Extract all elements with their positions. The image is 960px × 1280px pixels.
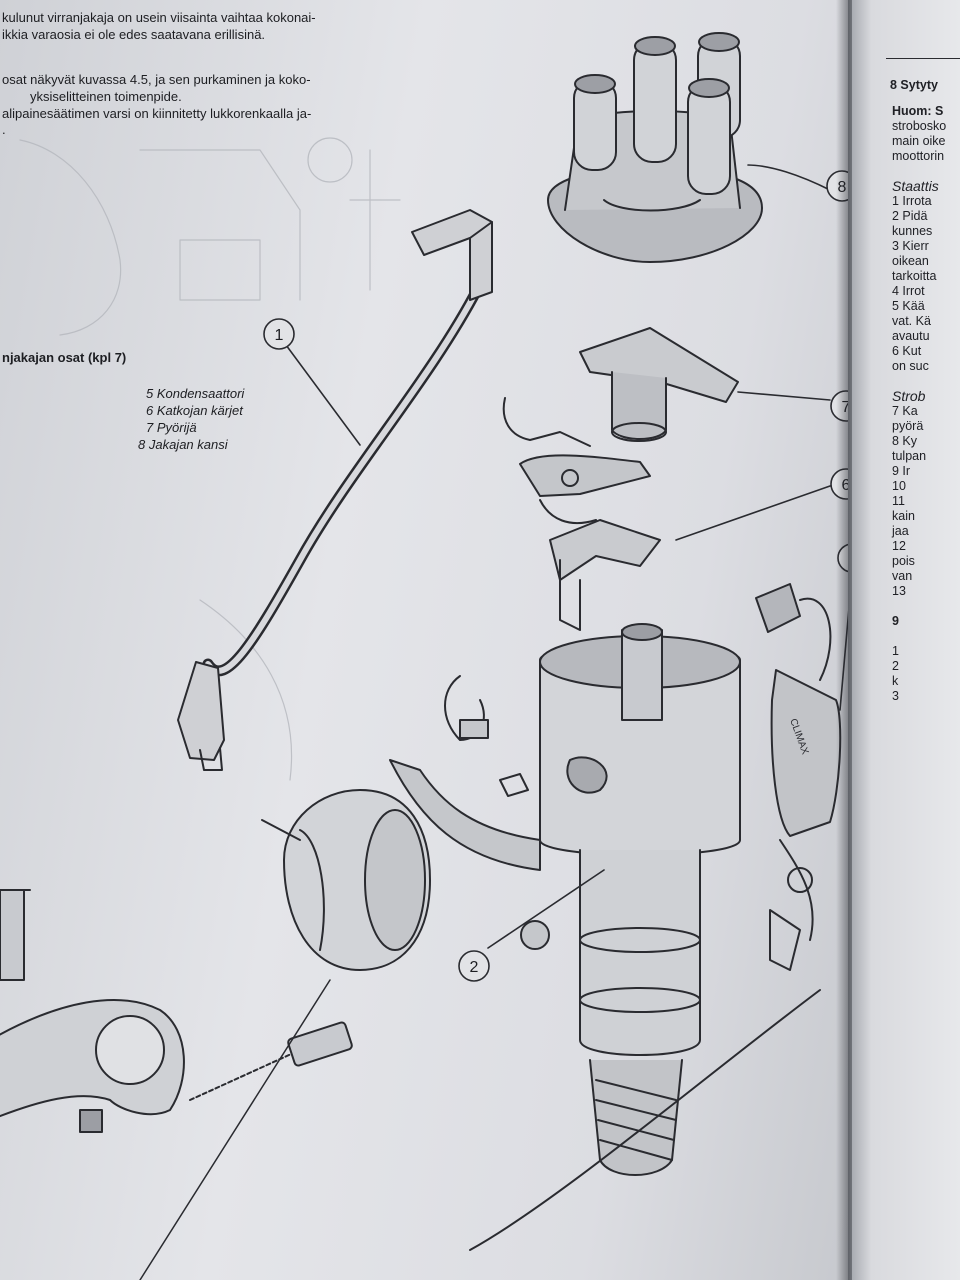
facing-page-line: 7 Ka	[892, 404, 918, 418]
legend-title: njakajan osat (kpl 7)	[2, 350, 127, 365]
distributor-cap	[547, 32, 763, 263]
callouts: 1 2 5 6 7 8	[263, 170, 848, 982]
intro-line-5: alipainesäätimen varsi on kiinnitetty lu…	[2, 106, 312, 121]
manual-page: kulunut virranjakaja on usein viisainta …	[0, 0, 848, 1280]
leader-vacuum	[139, 979, 331, 1280]
facing-page-line: 4 Irrot	[892, 284, 925, 298]
intro-line-6: .	[2, 122, 6, 137]
callout-2: 2	[470, 959, 479, 976]
callout-6: 6	[842, 477, 848, 494]
facing-page-line: 13	[892, 584, 906, 598]
facing-page-line: 5 Kää	[892, 299, 925, 313]
facing-page-line: 1 Irrota	[892, 194, 932, 208]
facing-page-line: pyörä	[892, 419, 924, 433]
intro-line-1: kulunut virranjakaja on usein viisainta …	[2, 10, 316, 25]
rotor-arm	[579, 327, 739, 442]
callout-1: 1	[275, 327, 284, 344]
facing-page-line: 9	[892, 614, 899, 628]
facing-page-line: 9 Ir	[892, 464, 911, 478]
facing-page-line: jaa	[892, 524, 909, 538]
distributor-body	[539, 623, 741, 1176]
advance-arm	[0, 889, 353, 1133]
facing-page-line: 11	[892, 494, 905, 508]
clamp-and-screws	[389, 675, 813, 971]
callout-7: 7	[842, 399, 848, 416]
facing-page-line: 2 Pidä	[892, 209, 928, 223]
facing-page-line	[892, 164, 960, 179]
facing-page-line: oikean	[892, 254, 929, 268]
facing-page-line: Strob	[892, 388, 926, 404]
facing-page-line: 1	[892, 644, 899, 658]
facing-page-line: 6 Kut	[892, 344, 922, 358]
facing-page-line: main oike	[892, 134, 946, 148]
facing-page-line: k	[892, 674, 899, 688]
legend-item-8: 8 Jakajan kansi	[138, 437, 228, 452]
facing-page-line	[892, 374, 960, 389]
facing-page-line: 3 Kierr	[892, 239, 929, 253]
facing-page-line: 8 Ky	[892, 434, 918, 448]
facing-page-line: 2	[892, 659, 899, 673]
exploded-diagram: CLIMAX	[0, 32, 848, 1280]
intro-line-2: ikkia varaosia ei ole edes saatavana eri…	[2, 27, 266, 42]
vacuum-advance-unit	[261, 789, 431, 971]
facing-page-line: pois	[892, 554, 915, 568]
legend-item-6: 6 Katkojan kärjet	[146, 403, 243, 418]
header-rule	[886, 58, 960, 59]
facing-page-header: 8 Sytyty	[890, 78, 938, 92]
facing-page-line: Huom: S	[892, 104, 944, 118]
legend-item-7: 7 Pyörijä	[146, 420, 197, 435]
facing-page-line: van	[892, 569, 913, 583]
ht-lead	[177, 209, 493, 771]
faded-background-figure	[19, 137, 401, 781]
facing-page-line: kain	[892, 509, 915, 523]
legend-item-5: 5 Kondensaattori	[146, 386, 245, 401]
facing-page-line: 12	[892, 539, 906, 553]
callout-leaders	[285, 164, 848, 949]
facing-page-line: tulpan	[892, 449, 927, 463]
facing-page-line: vat. Kä	[892, 314, 931, 328]
facing-page-line: on suc	[892, 359, 929, 373]
facing-page-line: kunnes	[892, 224, 933, 238]
facing-page-line: 3	[892, 689, 899, 703]
facing-page-line: 10	[892, 479, 906, 493]
intro-line-4: yksiselitteinen toimenpide.	[30, 89, 182, 104]
facing-page-line	[892, 629, 960, 644]
low-tension-wire	[469, 989, 821, 1251]
intro-line-3: osat näkyvät kuvassa 4.5, ja sen purkami…	[2, 72, 311, 87]
facing-page-line	[892, 599, 960, 614]
contact-breaker-points	[502, 397, 661, 631]
facing-page-line: tarkoitta	[892, 269, 937, 283]
facing-page-line: moottorin	[892, 149, 945, 163]
facing-page-line: avautu	[892, 329, 930, 343]
facing-page-line: strobosko	[892, 119, 947, 133]
condenser: CLIMAX	[755, 583, 842, 941]
facing-page-line: Staattis	[892, 178, 939, 194]
callout-8: 8	[838, 179, 847, 196]
